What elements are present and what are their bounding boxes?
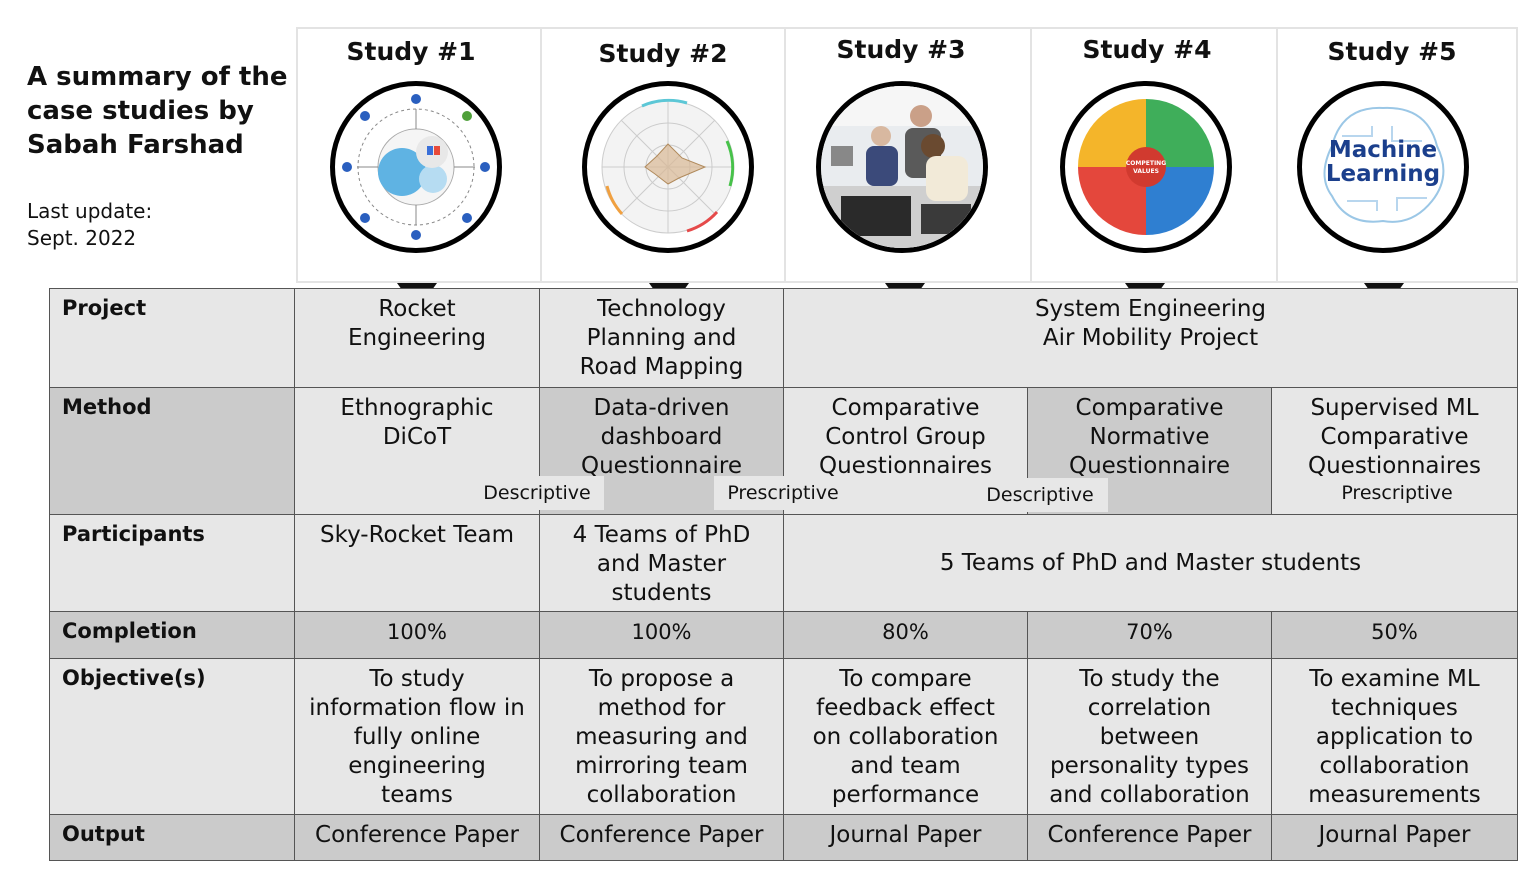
study-2-title: Study #2 — [598, 39, 728, 68]
objective-cell-4: To study the correlation between persona… — [1027, 658, 1272, 815]
collaboration-network-diagram-icon — [330, 81, 502, 253]
study-5-title: Study #5 — [1327, 37, 1457, 66]
completion-cell-2: 100% — [539, 611, 784, 659]
row-label-participants: Participants — [49, 514, 295, 612]
completion-cell-1: 100% — [294, 611, 540, 659]
method-tag-prescriptive: Prescriptive — [714, 476, 852, 510]
participants-cell-1: Sky-Rocket Team — [294, 514, 540, 612]
row-label-completion: Completion — [49, 611, 295, 659]
study-2-header: Study #2 — [540, 27, 786, 311]
study-1-title: Study #1 — [346, 37, 476, 66]
participants-cell-2: 4 Teams of PhD and Master students — [539, 514, 784, 612]
method-tag-descriptive-2: Descriptive — [972, 478, 1108, 512]
project-cell-3-5: System Engineering Air Mobility Project — [783, 288, 1518, 388]
page-title: A summary of the case studies by Sabah F… — [27, 62, 288, 160]
row-label-objectives: Objective(s) — [49, 658, 295, 815]
machine-learning-logo-text: Machine Learning — [1325, 137, 1441, 187]
output-cell-4: Conference Paper — [1027, 814, 1272, 861]
output-cell-3: Journal Paper — [783, 814, 1028, 861]
study-5-header: Study #5 Machine Learning — [1276, 27, 1518, 311]
study-1-header: Study #1 — [296, 27, 542, 311]
objective-cell-1: To study information flow in fully onlin… — [294, 658, 540, 815]
machine-learning-brain-logo-icon: Machine Learning — [1297, 81, 1469, 253]
project-cell-2: Technology Planning and Road Mapping — [539, 288, 784, 388]
participants-cell-3-5: 5 Teams of PhD and Master students — [783, 514, 1518, 612]
output-cell-2: Conference Paper — [539, 814, 784, 861]
output-cell-5: Journal Paper — [1271, 814, 1518, 861]
method-tag-descriptive: Descriptive — [470, 476, 604, 510]
row-label-project: Project — [49, 288, 295, 388]
svg-text:VALUES: VALUES — [1133, 168, 1159, 175]
objective-cell-5: To examine ML techniques application to … — [1271, 658, 1518, 815]
study-4-header: Study #4 COMPETING VALUES — [1030, 27, 1278, 311]
objective-cell-2: To propose a method for measuring and mi… — [539, 658, 784, 815]
svg-text:COMPETING: COMPETING — [1126, 160, 1166, 167]
completion-cell-4: 70% — [1027, 611, 1272, 659]
method-tag-prescriptive-2: Prescriptive — [1328, 476, 1466, 510]
competing-values-wheel-icon: COMPETING VALUES — [1060, 81, 1232, 253]
last-update-label: Last update: Sept. 2022 — [27, 199, 153, 250]
study-4-title: Study #4 — [1082, 35, 1212, 64]
method-cell-4: Comparative Normative Questionnaire — [1027, 387, 1272, 515]
objective-cell-3: To compare feedback effect on collaborat… — [783, 658, 1028, 815]
output-cell-1: Conference Paper — [294, 814, 540, 861]
row-label-output: Output — [49, 814, 295, 861]
completion-cell-3: 80% — [783, 611, 1028, 659]
row-label-method: Method — [49, 387, 295, 515]
study-3-header: Study #3 — [784, 27, 1032, 311]
study-3-title: Study #3 — [836, 35, 966, 64]
team-working-photo-icon — [816, 81, 988, 253]
completion-cell-5: 50% — [1271, 611, 1518, 659]
project-cell-1: Rocket Engineering — [294, 288, 540, 388]
radar-chart-dashboard-icon — [582, 81, 754, 253]
